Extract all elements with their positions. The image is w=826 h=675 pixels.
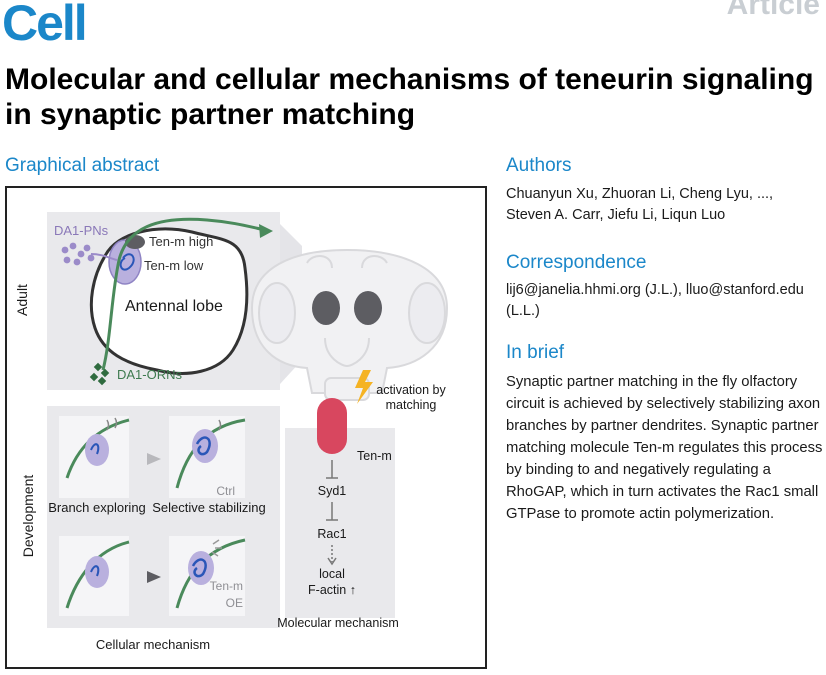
inhibition-arrow-1 <box>326 460 338 479</box>
in-brief-text: Synaptic partner matching in the fly olf… <box>506 374 823 522</box>
graphical-abstract-figure: Adult DA1-PNs Ten-m high Ten-m low Anten… <box>5 186 487 669</box>
selective-stabilizing-label: Selective stabilizing <box>152 500 265 515</box>
antennal-lobe-label: Antennal lobe <box>125 298 223 315</box>
syd1-label: Syd1 <box>318 484 347 498</box>
tenm-oe-label-line1: Ten-m <box>210 579 243 593</box>
orn-axon <box>101 217 266 371</box>
correspondence-emails[interactable]: lij6@janelia.hhmi.org (J.L.), lluo@stanf… <box>506 282 804 319</box>
factin-label: F-actin ↑ <box>308 583 356 597</box>
activation-arrow <box>327 545 337 566</box>
tenm-protein <box>317 398 347 454</box>
activation-label-line1: activation by <box>376 383 446 397</box>
orn-label: DA1-ORNs <box>117 367 183 382</box>
arrow-tenm-oe <box>147 571 161 583</box>
pn-dendrite <box>90 253 118 261</box>
inhibition-arrow-2 <box>326 502 338 521</box>
authors-list: Chuanyun Xu, Zhuoran Li, Cheng Lyu, ...,… <box>506 186 774 223</box>
journal-logo: Cell <box>2 0 88 51</box>
selective-stabilizing-panel <box>169 416 246 498</box>
authors-heading: Authors <box>506 155 572 176</box>
correspondence-heading: Correspondence <box>506 252 647 273</box>
rac1-label: Rac1 <box>317 527 346 541</box>
article-type-label: Article <box>726 0 820 21</box>
pn-cell-bodies <box>61 242 95 266</box>
tenm-oe-label-line2: OE <box>226 596 243 610</box>
arrow-exploring-to-stabilizing <box>147 453 161 465</box>
molecular-mechanism-label: Molecular mechanism <box>277 616 399 630</box>
tenm-oe-right-panel <box>169 536 246 616</box>
brain-lobe-left <box>312 291 340 325</box>
graphical-abstract-heading: Graphical abstract <box>5 155 160 176</box>
axon-terminal <box>119 253 135 271</box>
fly-brain-icon <box>250 224 449 401</box>
article-title: Molecular and cellular mechanisms of ten… <box>5 63 814 131</box>
local-label: local <box>319 567 345 581</box>
tenm-oe-left-panel <box>59 536 130 616</box>
cellular-mechanism-label: Cellular mechanism <box>96 637 210 652</box>
adult-label: Adult <box>14 284 30 316</box>
pn-label: DA1-PNs <box>54 223 109 238</box>
tenm-low-label: Ten-m low <box>144 258 204 273</box>
branch-exploring-label: Branch exploring <box>48 500 146 515</box>
tenm-protein-label: Ten-m <box>357 449 392 463</box>
axon-arrowhead <box>259 224 273 238</box>
activation-label-line2: matching <box>386 398 437 412</box>
ctrl-label: Ctrl <box>216 484 235 498</box>
development-label: Development <box>20 475 36 558</box>
lightning-icon <box>355 370 373 404</box>
brain-lobe-right <box>354 291 382 325</box>
graphical-abstract-svg: Adult DA1-PNs Ten-m high Ten-m low Anten… <box>14 212 449 652</box>
molecular-panel <box>285 428 395 618</box>
in-brief-heading: In brief <box>506 342 565 363</box>
tenm-high-label: Ten-m high <box>149 234 213 249</box>
orn-cell-bodies <box>89 362 110 386</box>
branch-exploring-panel <box>59 416 130 498</box>
